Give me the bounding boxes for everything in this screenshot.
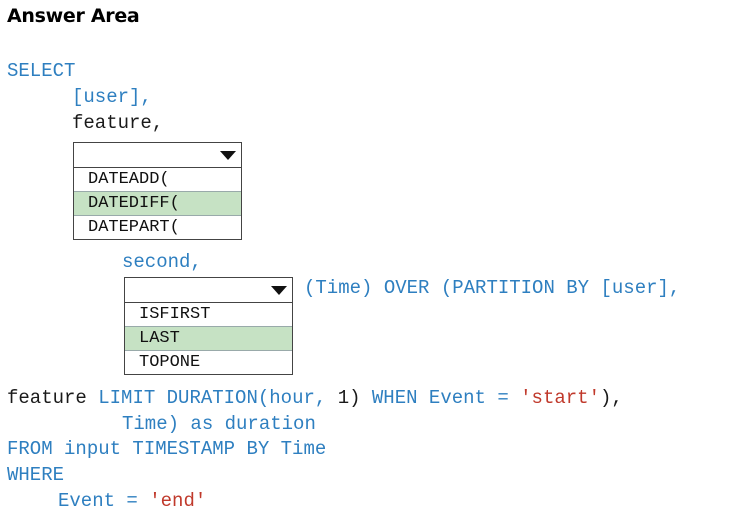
user-column-text: [user], <box>72 86 152 108</box>
date-function-select[interactable] <box>74 143 241 168</box>
chevron-down-icon[interactable] <box>271 286 287 295</box>
end-string: 'end' <box>149 490 207 512</box>
equals-sign-where: = <box>126 490 138 512</box>
one-arg: 1) <box>337 387 361 409</box>
event-column-where: Event <box>58 490 116 512</box>
event-function-select[interactable] <box>125 278 292 303</box>
code-user-column: [user], <box>72 85 152 109</box>
close-paren: ), <box>599 387 623 409</box>
limit-duration-keyword: LIMIT DURATION( <box>98 387 270 409</box>
code-feature-column: feature, <box>72 112 164 134</box>
code-where-condition: Event = 'end' <box>58 489 206 513</box>
option-isfirst[interactable]: ISFIRST <box>125 303 292 327</box>
equals-sign: = <box>497 387 509 409</box>
option-last[interactable]: LAST <box>125 327 292 351</box>
chevron-down-icon[interactable] <box>220 151 236 160</box>
code-select-keyword: SELECT <box>7 60 76 82</box>
code-limit-duration-line: feature LIMIT DURATION(hour, 1) WHEN Eve… <box>7 386 623 410</box>
when-keyword: WHEN <box>371 387 418 409</box>
event-function-dropdown[interactable]: ISFIRST LAST TOPONE <box>124 277 293 375</box>
time-close-text: Time) <box>122 413 180 435</box>
option-topone[interactable]: TOPONE <box>139 353 201 372</box>
partition-by-keyword: (PARTITION BY <box>440 277 590 299</box>
code-as-duration-line: Time) as duration <box>122 412 316 436</box>
start-string: 'start' <box>520 387 600 409</box>
time-paren-text: (Time) <box>304 277 373 299</box>
code-second-argument: second, <box>122 251 202 273</box>
feature-word: feature <box>7 387 87 409</box>
over-keyword: OVER <box>383 277 430 299</box>
as-duration-text: as duration <box>190 413 316 435</box>
answer-area-title: Answer Area <box>7 5 140 27</box>
option-dateadd[interactable]: DATEADD( <box>74 168 241 192</box>
user-ref-text: [user], <box>600 277 681 299</box>
hour-arg: hour, <box>269 387 327 409</box>
option-datepart[interactable]: DATEPART( <box>88 218 180 237</box>
date-function-dropdown[interactable]: DATEADD( DATEDIFF( DATEPART( <box>73 142 242 240</box>
option-datediff[interactable]: DATEDIFF( <box>74 192 241 216</box>
code-where-keyword: WHERE <box>7 464 65 486</box>
code-from-line: FROM input TIMESTAMP BY Time <box>7 438 327 460</box>
code-over-clause: (Time) OVER (PARTITION BY [user], <box>304 276 680 300</box>
event-column: Event <box>428 387 486 409</box>
